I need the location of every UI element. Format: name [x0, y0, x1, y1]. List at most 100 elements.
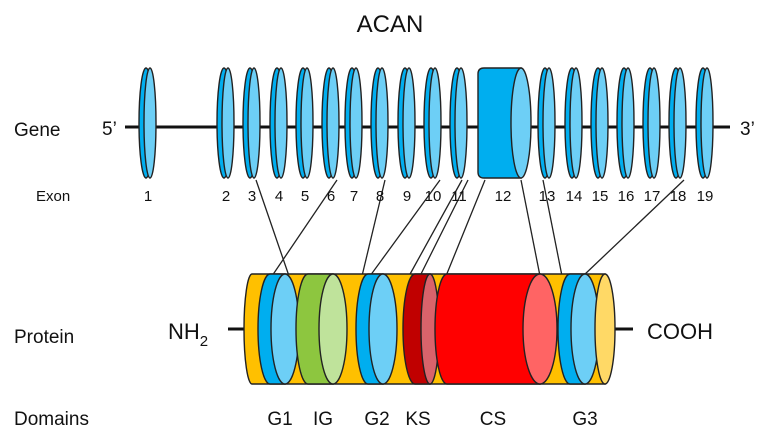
exon-label: 7 — [350, 188, 358, 205]
exon-face — [621, 67, 635, 179]
n-terminus-label: NH2 — [168, 319, 208, 350]
exon-13 — [537, 67, 556, 179]
exon-15 — [590, 67, 609, 179]
exon-label: 4 — [275, 188, 283, 205]
domain-ks — [402, 273, 440, 385]
exon-face — [300, 67, 314, 179]
domain-label-ks: KS — [405, 409, 430, 430]
protein-cylinder — [243, 273, 616, 385]
exon-face — [375, 67, 389, 179]
exon-face — [326, 67, 340, 179]
exon-16 — [616, 67, 635, 179]
exon-11 — [449, 67, 468, 179]
exon-face — [647, 67, 661, 179]
domain-ig — [295, 273, 348, 385]
mapping-line-exon-13 — [542, 179, 563, 277]
exon-label: 13 — [539, 188, 556, 205]
domain-labels: G1 IG G2 KS CS G3 — [267, 409, 597, 430]
mapping-line-exon-11 — [419, 179, 469, 277]
exon-label: 3 — [248, 188, 256, 205]
exon-face — [428, 67, 442, 179]
exon-face — [221, 67, 235, 179]
domain-body — [434, 273, 541, 385]
domain-label-cs: CS — [480, 409, 506, 430]
mapping-line-exon-3 — [255, 179, 290, 277]
exon-face — [247, 67, 261, 179]
row-label-gene: Gene — [14, 120, 60, 141]
domain-face — [318, 273, 348, 385]
mapping-line-exon-12 — [520, 179, 541, 277]
row-label-domains: Domains — [14, 409, 89, 430]
exon-19 — [695, 67, 714, 179]
mapping-line-exon-8 — [361, 179, 386, 277]
exon-label: 8 — [376, 188, 384, 205]
exon-1 — [138, 67, 157, 179]
domain-label-g3: G3 — [572, 409, 597, 430]
exon-label: 19 — [697, 188, 714, 205]
exon-label: 9 — [403, 188, 411, 205]
exon-face — [143, 67, 157, 179]
exon-label: 15 — [592, 188, 609, 205]
row-label-protein: Protein — [14, 327, 74, 348]
domain-cs — [434, 273, 558, 385]
mapping-line-exon-18 — [582, 179, 685, 277]
exon-4 — [269, 67, 288, 179]
c-terminus-label: COOH — [647, 319, 713, 344]
exon-14 — [564, 67, 583, 179]
exon-face — [595, 67, 609, 179]
exon-label: 10 — [425, 188, 442, 205]
three-prime-label: 3’ — [740, 119, 755, 140]
mapping-line-exon-6 — [271, 179, 338, 277]
exon-face — [542, 67, 556, 179]
exon-label: 1 — [144, 188, 152, 205]
exon-2 — [216, 67, 235, 179]
exon-label: 14 — [566, 188, 583, 205]
row-label-exon: Exon — [36, 188, 70, 205]
exon-8 — [370, 67, 389, 179]
protein-end-cap — [594, 273, 616, 385]
exon-label: 12 — [495, 188, 512, 205]
domain-label-ig: IG — [313, 409, 333, 430]
domain-g2 — [355, 273, 398, 385]
exon-12 — [477, 67, 532, 179]
exon-label: 18 — [670, 188, 687, 205]
exon-body — [477, 67, 522, 179]
exon-3 — [242, 67, 261, 179]
exon-10 — [423, 67, 442, 179]
exon-18 — [668, 67, 687, 179]
domain-face — [270, 273, 300, 385]
domain-label-g2: G2 — [364, 409, 389, 430]
exon-face — [274, 67, 288, 179]
exon-face — [510, 67, 532, 179]
exon-17 — [642, 67, 661, 179]
exon-face — [454, 67, 468, 179]
domain-face — [368, 273, 398, 385]
exon-label: 6 — [327, 188, 335, 205]
diagram-title: ACAN — [357, 11, 424, 38]
exon-face — [569, 67, 583, 179]
exon-face — [402, 67, 416, 179]
domain-g3 — [557, 273, 600, 385]
exon-face — [700, 67, 714, 179]
exon-label: 2 — [222, 188, 230, 205]
exon-label: 11 — [451, 188, 467, 205]
mapping-line-exon-11 — [408, 179, 463, 277]
mapping-line-exon-10 — [369, 179, 441, 277]
exon-9 — [397, 67, 416, 179]
exon-face — [673, 67, 687, 179]
mapping-lines — [255, 179, 685, 277]
domain-face — [522, 273, 558, 385]
exon-face — [349, 67, 363, 179]
exon-label: 5 — [301, 188, 309, 205]
five-prime-label: 5’ — [102, 119, 117, 140]
exons — [138, 67, 714, 179]
exon-label: 16 — [618, 188, 635, 205]
exon-7 — [344, 67, 363, 179]
mapping-line-exon-12 — [445, 179, 486, 277]
domain-label-g1: G1 — [267, 409, 292, 430]
exon-label: 17 — [644, 188, 661, 205]
domain-g1 — [257, 273, 300, 385]
exon-5 — [295, 67, 314, 179]
